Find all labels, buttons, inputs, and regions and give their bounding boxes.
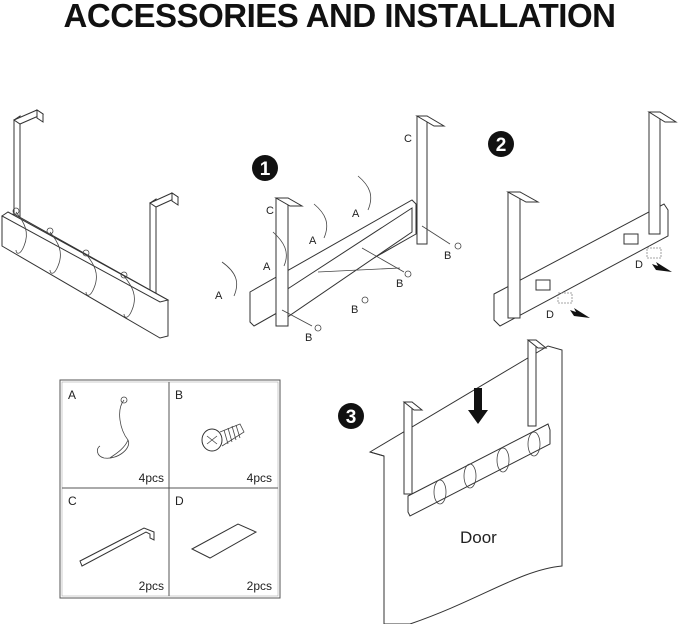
pad-placement-right — [646, 247, 662, 259]
part-letter: B — [175, 388, 183, 402]
arrow-icon — [570, 308, 590, 318]
step1-bracket-left — [275, 197, 289, 327]
page-title: ACCESSORIES AND INSTALLATION — [63, 0, 616, 34]
label-a-2: A — [263, 261, 271, 273]
part-letter: D — [175, 494, 184, 508]
label-d-1: D — [546, 309, 554, 321]
hook-icon — [96, 399, 130, 459]
step1-screws — [281, 225, 462, 332]
step-3-badge — [338, 403, 364, 429]
part-letter: C — [68, 494, 77, 508]
label-b-3: B — [396, 278, 403, 290]
door-label: Door — [460, 528, 497, 547]
parts-table: A 4pcs B 4pcs C 2pcs D — [59, 379, 281, 599]
down-arrow-icon — [468, 388, 488, 424]
step-1-number: 1 — [260, 159, 271, 180]
part-quantity: 4pcs — [247, 471, 272, 485]
step1-hooks — [221, 175, 372, 297]
screw-icon — [201, 423, 245, 452]
label-c-1: C — [266, 205, 274, 217]
part-quantity: 4pcs — [139, 471, 164, 485]
step-3: 3 Door — [338, 339, 563, 624]
step3-bracket-right — [527, 339, 537, 427]
part-cell-b: B 4pcs — [175, 388, 272, 485]
part-cell-d: D 2pcs — [175, 494, 272, 593]
label-a-3: A — [309, 235, 317, 247]
label-a-1: A — [215, 290, 223, 302]
part-cell-c: C 2pcs — [68, 494, 164, 593]
step-2: 2 D D — [488, 111, 678, 327]
part-cell-a: A 4pcs — [68, 388, 164, 485]
label-c-2: C — [404, 133, 412, 145]
label-b-2: B — [351, 304, 358, 316]
part-letter: A — [68, 388, 76, 402]
step-1-badge — [252, 155, 278, 181]
felt-pad-icon — [190, 523, 258, 559]
label-b-1: B — [305, 332, 312, 344]
step-3-number: 3 — [346, 407, 357, 428]
label-a-4: A — [352, 208, 360, 220]
rack-hooks — [12, 207, 135, 318]
step1-bracket-right — [416, 115, 428, 245]
step3-board — [407, 423, 551, 517]
hook-board — [1, 213, 169, 339]
label-d-2: D — [635, 259, 643, 271]
arrow-icon — [652, 262, 672, 272]
part-quantity: 2pcs — [247, 579, 272, 593]
label-b-4: B — [444, 250, 451, 262]
step-1: 1 A A A A C C B B B — [215, 115, 462, 344]
step-2-badge — [488, 131, 514, 157]
bracket-right — [149, 198, 157, 305]
assembled-rack-illustration — [1, 109, 180, 339]
pad-placement-left — [557, 292, 573, 304]
part-quantity: 2pcs — [139, 579, 164, 593]
step-2-number: 2 — [496, 135, 507, 156]
bracket-icon — [79, 527, 155, 567]
step3-bracket-left — [403, 401, 413, 495]
step3-hooks — [433, 431, 541, 505]
step2-bracket-left — [507, 191, 521, 319]
step2-bracket-right — [648, 111, 661, 235]
